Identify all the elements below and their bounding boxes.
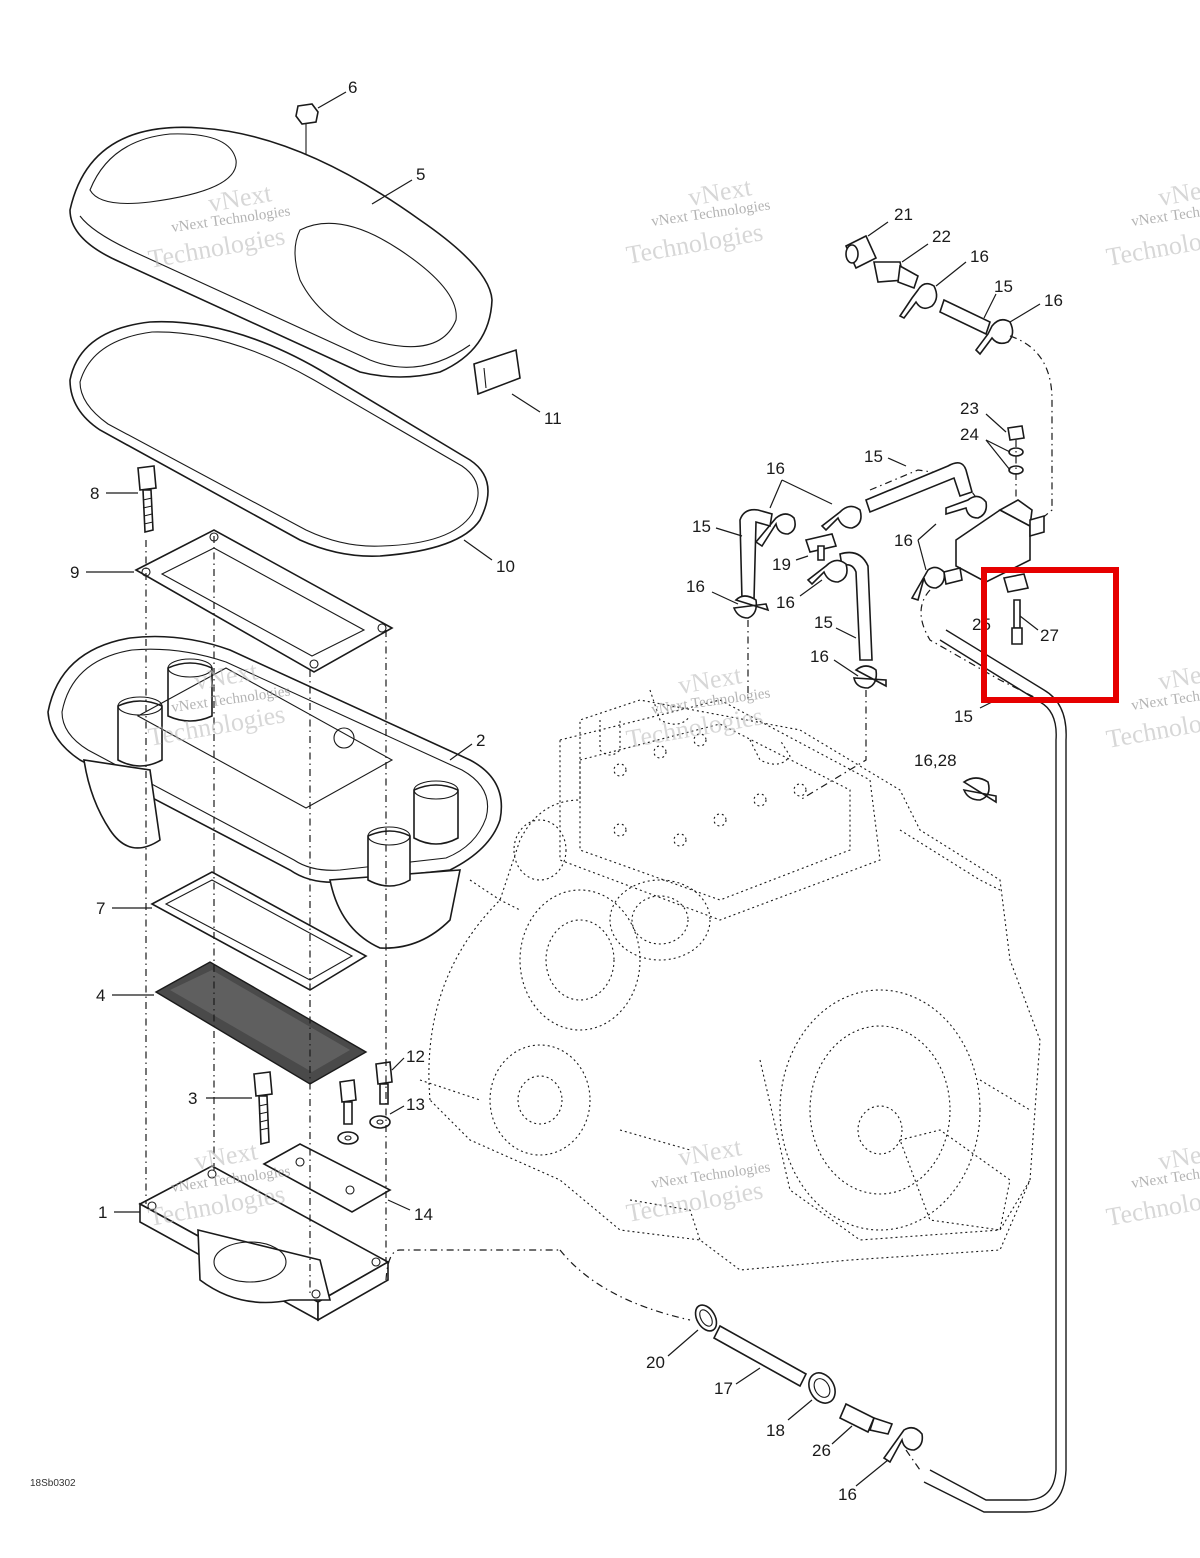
hose-part-15-top (939, 298, 991, 336)
callout-26: 26 (812, 1441, 831, 1460)
leader-lines (86, 91, 1041, 1487)
callout-10: 10 (496, 557, 515, 576)
highlight-box (981, 567, 1119, 703)
screw-part-3 (253, 1071, 273, 1146)
callout-15: 15 (814, 613, 833, 632)
clamp-part-16-pair-b (754, 513, 796, 548)
callout-labels: 6 5 11 8 9 10 2 7 4 3 12 13 14 1 21 22 1… (70, 78, 1063, 1504)
callout-21: 21 (894, 205, 913, 224)
clamp-part-16-pair-a (820, 505, 862, 532)
screw-part-27 (1011, 599, 1023, 645)
callout-16: 16 (838, 1485, 857, 1504)
silencer-body-part-2 (47, 635, 503, 949)
clamp-part-16-top-a (898, 282, 938, 320)
callout-11: 11 (544, 409, 562, 428)
callout-2: 2 (476, 731, 485, 750)
callout-1: 1 (98, 1203, 107, 1222)
callout-16: 16 (810, 647, 829, 666)
bracket-part-14 (262, 1143, 392, 1213)
filter-screen-part-4 (154, 961, 368, 1085)
callout-3: 3 (188, 1089, 197, 1108)
fitting-part-26 (838, 1402, 894, 1435)
callout-16: 16 (970, 247, 989, 266)
base-part-1 (138, 1165, 390, 1322)
callout-18: 18 (766, 1421, 785, 1440)
screw-part-8 (137, 465, 157, 534)
callout-20: 20 (646, 1353, 665, 1372)
callout-16: 16 (776, 593, 795, 612)
clamp-part-16-lower (853, 665, 887, 689)
callout-15: 15 (692, 517, 711, 536)
callout-19: 19 (772, 555, 791, 574)
callout-16: 16 (894, 531, 913, 550)
callout-15: 15 (864, 447, 883, 466)
callout-15: 15 (954, 707, 973, 726)
valve-body (943, 499, 1045, 585)
ring-part-20 (694, 1304, 718, 1332)
clamp-part-16-valve-b (910, 566, 946, 602)
ring-part-18 (808, 1372, 836, 1404)
callout-16: 16 (686, 577, 705, 596)
fitting-part-19 (804, 533, 838, 561)
nut-part-25 (1002, 573, 1030, 593)
fitting-part-21 (844, 234, 878, 270)
callout-8: 8 (90, 484, 99, 503)
nut-part-6 (295, 103, 319, 180)
callout-24: 24 (960, 425, 979, 444)
callout-13: 13 (406, 1095, 425, 1114)
cover-part-5 (69, 126, 493, 378)
callout-23: 23 (960, 399, 979, 418)
screw-part-12 (339, 1061, 393, 1125)
clamp-part-16-28 (962, 777, 997, 804)
callout-16: 16 (766, 459, 785, 478)
gasket-part-7 (150, 871, 368, 991)
callout-12: 12 (406, 1047, 425, 1066)
clamp-part-16-left (732, 595, 770, 619)
callout-17: 17 (714, 1379, 733, 1398)
callout-4: 4 (96, 986, 105, 1005)
clamp-part-16-valve-a (945, 495, 988, 519)
clamp-part-16-mid (806, 559, 848, 586)
callout-14: 14 (414, 1205, 433, 1224)
callout-5: 5 (416, 165, 425, 184)
engine-block (419, 689, 1041, 1271)
callout-6: 6 (348, 78, 357, 97)
callout-22: 22 (932, 227, 951, 246)
hose-part-17 (712, 1324, 808, 1388)
gasket-part-10 (69, 320, 489, 557)
clamp-part-16-bottom (882, 1426, 924, 1464)
callout-16-28: 16,28 (914, 751, 957, 770)
callout-7: 7 (96, 899, 105, 918)
clamp-part-16-top-b (974, 318, 1014, 356)
fitting-part-22 (873, 261, 919, 290)
clip-part-11 (473, 348, 521, 396)
hose-part-15-left (739, 508, 773, 601)
nut-part-23 (1007, 425, 1025, 441)
hose-part-15-long (929, 639, 1057, 1501)
washer-part-13 (337, 1115, 391, 1145)
callout-27: 27 (1040, 626, 1059, 645)
callout-15: 15 (994, 277, 1013, 296)
callout-16: 16 (1044, 291, 1063, 310)
reference-code: 18Sb0302 (30, 1478, 76, 1489)
watermark-large: Technologies (624, 217, 765, 270)
callout-9: 9 (70, 563, 79, 582)
hose-part-15-mid (865, 462, 973, 514)
gasket-part-9 (134, 529, 394, 673)
